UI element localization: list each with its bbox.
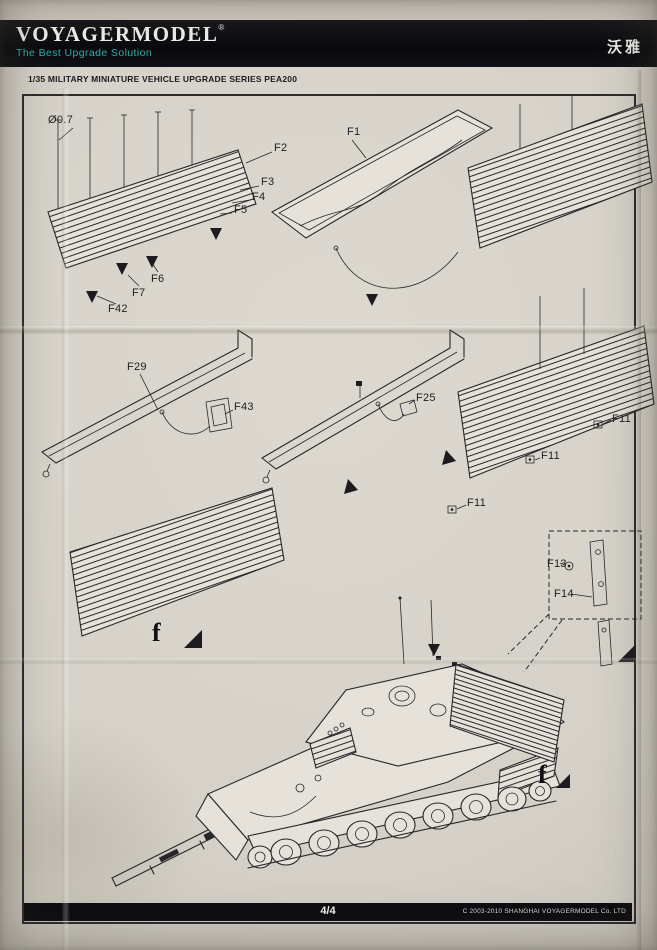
label-diameter: Ø0.7	[48, 114, 74, 126]
fold-symbol-2: f	[538, 760, 547, 789]
label-f11-2: F11	[541, 450, 561, 462]
label-f7: F7	[132, 287, 146, 299]
fold-crease-vertical-2	[636, 70, 641, 950]
label-f42: F42	[108, 303, 128, 315]
label-f43: F43	[234, 401, 254, 413]
footer-bar: 4/4 C 2003-2010 SHANGHAI VOYAGERMODEL Co…	[24, 903, 632, 921]
label-f1: F1	[347, 126, 361, 138]
diagram-frame	[22, 94, 636, 924]
label-f2: F2	[274, 142, 288, 154]
brand-logo: VOYAGERMODEL	[16, 22, 219, 46]
label-f6: F6	[151, 273, 165, 285]
label-f4: F4	[252, 191, 266, 203]
brand-block: VOYAGERMODEL® The Best Upgrade Solution	[16, 22, 225, 60]
brand-chinese: 沃雅	[606, 39, 643, 56]
label-f29: F29	[127, 361, 147, 373]
registered-mark: ®	[218, 23, 225, 32]
label-f13: F13	[547, 558, 567, 570]
series-title: 1/35 MILITARY MINIATURE VEHICLE UPGRADE …	[28, 74, 298, 84]
label-f25: F25	[416, 392, 436, 404]
label-f5: F5	[234, 204, 248, 216]
label-f11-1: F11	[612, 413, 632, 425]
label-f3: F3	[261, 176, 275, 188]
label-f11-3: F11	[467, 497, 487, 509]
label-f14: F14	[554, 588, 574, 600]
brand-tagline: The Best Upgrade Solution	[16, 47, 153, 59]
header-bar: VOYAGERMODEL® The Best Upgrade Solution …	[0, 20, 657, 67]
page-number: 4/4	[320, 905, 336, 917]
fold-symbol-1: f	[152, 618, 161, 647]
copyright-text: C 2003-2010 SHANGHAI VOYAGERMODEL Co. LT…	[462, 908, 626, 915]
